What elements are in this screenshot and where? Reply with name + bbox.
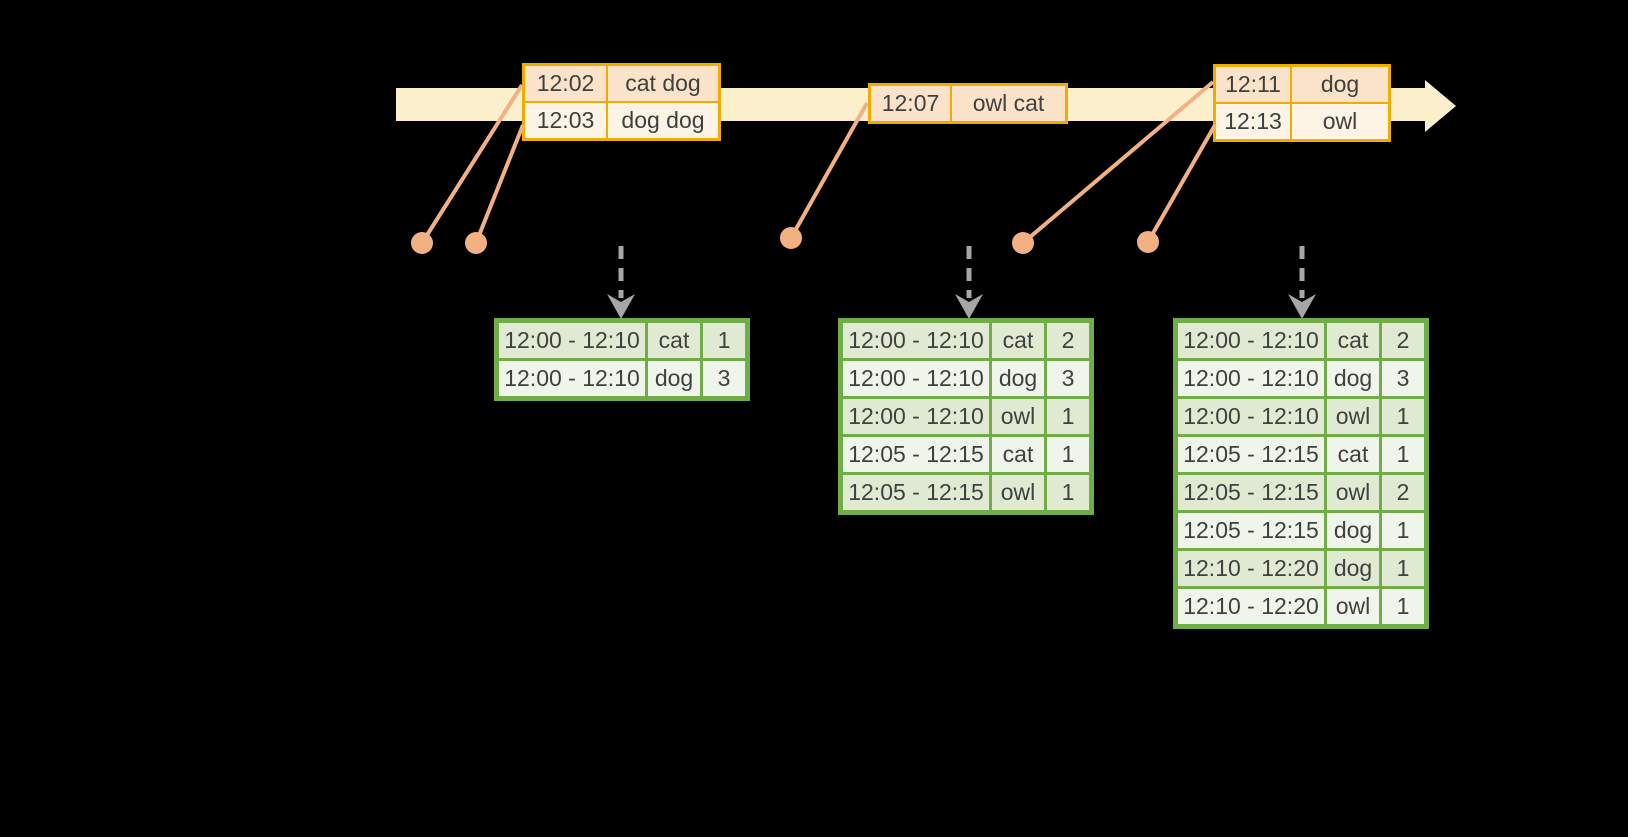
event-table-1: 12:02 cat dog 12:03 dog dog xyxy=(522,63,721,141)
window-range: 12:10 - 12:20 xyxy=(1174,586,1327,628)
result-row: 12:00 - 12:10 dog 3 xyxy=(495,358,749,400)
window-range: 12:10 - 12:20 xyxy=(1174,548,1327,589)
word-cell: dog xyxy=(1324,510,1382,551)
word-cell: dog xyxy=(1324,548,1382,589)
result-row: 12:00 - 12:10 cat 2 xyxy=(1174,319,1428,361)
result-table-1: 12:00 - 12:10 cat 1 12:00 - 12:10 dog 3 xyxy=(494,318,750,401)
result-row: 12:10 - 12:20 owl 1 xyxy=(1174,586,1428,628)
event-time: 12:03 xyxy=(522,101,608,141)
word-cell: owl xyxy=(1324,586,1382,628)
word-cell: dog xyxy=(1324,358,1382,399)
event-dot-icon xyxy=(1012,232,1034,254)
window-range: 12:00 - 12:10 xyxy=(1174,319,1327,361)
window-range: 12:05 - 12:15 xyxy=(1174,434,1327,475)
word-cell: owl xyxy=(989,472,1047,514)
event-row: 12:11 dog xyxy=(1213,64,1391,104)
count-cell: 3 xyxy=(700,358,749,400)
word-cell: owl xyxy=(989,396,1047,437)
event-connector-line xyxy=(1146,124,1217,243)
word-cell: dog xyxy=(645,358,703,400)
count-cell: 3 xyxy=(1379,358,1428,399)
event-dot-icon xyxy=(1137,231,1159,253)
result-row: 12:00 - 12:10 dog 3 xyxy=(1174,358,1428,399)
result-row: 12:05 - 12:15 cat 1 xyxy=(1174,434,1428,475)
window-range: 12:00 - 12:10 xyxy=(839,358,992,399)
word-cell: cat xyxy=(1324,434,1382,475)
word-cell: cat xyxy=(989,434,1047,475)
count-cell: 1 xyxy=(1379,510,1428,551)
result-row: 12:10 - 12:20 dog 1 xyxy=(1174,548,1428,589)
event-words: dog xyxy=(1290,64,1391,104)
count-cell: 2 xyxy=(1379,319,1428,361)
count-cell: 2 xyxy=(1044,319,1093,361)
event-row: 12:02 cat dog xyxy=(522,63,721,103)
word-cell: dog xyxy=(989,358,1047,399)
event-words: dog dog xyxy=(606,101,721,141)
event-words: owl cat xyxy=(950,83,1068,124)
window-range: 12:00 - 12:10 xyxy=(1174,358,1327,399)
result-row: 12:00 - 12:10 cat 1 xyxy=(495,319,749,361)
event-time: 12:07 xyxy=(868,83,952,124)
event-dot-icon xyxy=(411,232,433,254)
count-cell: 1 xyxy=(1044,472,1093,514)
result-row: 12:05 - 12:15 owl 2 xyxy=(1174,472,1428,513)
window-range: 12:05 - 12:15 xyxy=(1174,472,1327,513)
count-cell: 1 xyxy=(1379,434,1428,475)
window-range: 12:05 - 12:15 xyxy=(839,472,992,514)
event-row: 12:13 owl xyxy=(1213,102,1391,142)
window-range: 12:00 - 12:10 xyxy=(1174,396,1327,437)
timeline-arrowhead-icon xyxy=(1425,80,1456,132)
count-cell: 1 xyxy=(1379,586,1428,628)
result-row: 12:00 - 12:10 cat 2 xyxy=(839,319,1093,361)
result-row: 12:05 - 12:15 cat 1 xyxy=(839,434,1093,475)
window-range: 12:00 - 12:10 xyxy=(495,319,648,361)
window-range: 12:00 - 12:10 xyxy=(839,319,992,361)
event-table-2: 12:07 owl cat xyxy=(868,83,1068,124)
result-row: 12:05 - 12:15 owl 1 xyxy=(839,472,1093,514)
result-table-3: 12:00 - 12:10 cat 2 12:00 - 12:10 dog 3 … xyxy=(1173,318,1429,629)
count-cell: 1 xyxy=(1044,434,1093,475)
event-table-3: 12:11 dog 12:13 owl xyxy=(1213,64,1391,142)
word-cell: owl xyxy=(1324,472,1382,513)
event-time: 12:13 xyxy=(1213,102,1292,142)
event-time: 12:02 xyxy=(522,63,608,103)
trigger-arrow-head-icon xyxy=(1288,294,1316,319)
count-cell: 2 xyxy=(1379,472,1428,513)
word-cell: cat xyxy=(645,319,703,361)
window-range: 12:00 - 12:10 xyxy=(839,396,992,437)
result-row: 12:00 - 12:10 dog 3 xyxy=(839,358,1093,399)
trigger-arrow-head-icon xyxy=(607,294,635,319)
event-dot-icon xyxy=(465,232,487,254)
count-cell: 1 xyxy=(1044,396,1093,437)
window-range: 12:05 - 12:15 xyxy=(1174,510,1327,551)
result-table-2: 12:00 - 12:10 cat 2 12:00 - 12:10 dog 3 … xyxy=(838,318,1094,515)
event-connector-line xyxy=(789,102,869,239)
result-row: 12:00 - 12:10 owl 1 xyxy=(1174,396,1428,437)
window-range: 12:05 - 12:15 xyxy=(839,434,992,475)
window-range: 12:00 - 12:10 xyxy=(495,358,648,400)
event-dot-icon xyxy=(780,227,802,249)
event-words: cat dog xyxy=(606,63,721,103)
event-row: 12:07 owl cat xyxy=(868,83,1068,124)
word-cell: owl xyxy=(1324,396,1382,437)
event-time: 12:11 xyxy=(1213,64,1292,104)
event-connector-line xyxy=(474,124,525,244)
count-cell: 1 xyxy=(700,319,749,361)
count-cell: 1 xyxy=(1379,548,1428,589)
count-cell: 1 xyxy=(1379,396,1428,437)
result-row: 12:00 - 12:10 owl 1 xyxy=(839,396,1093,437)
event-row: 12:03 dog dog xyxy=(522,101,721,141)
word-cell: cat xyxy=(989,319,1047,361)
word-cell: cat xyxy=(1324,319,1382,361)
count-cell: 3 xyxy=(1044,358,1093,399)
trigger-arrow-head-icon xyxy=(955,294,983,319)
result-row: 12:05 - 12:15 dog 1 xyxy=(1174,510,1428,551)
event-words: owl xyxy=(1290,102,1391,142)
